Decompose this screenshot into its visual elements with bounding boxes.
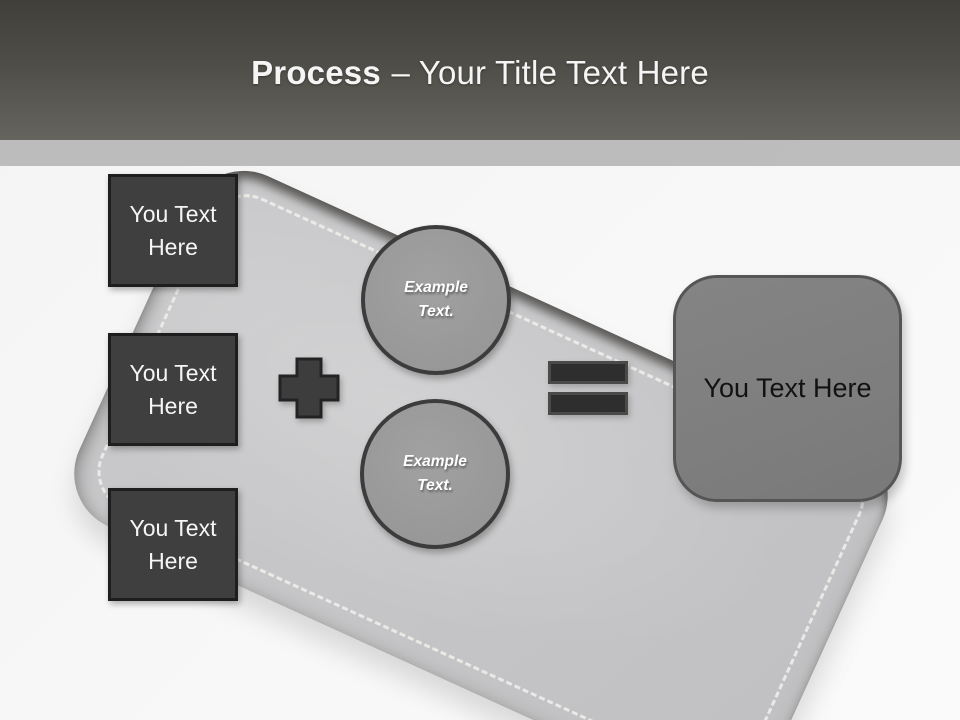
input-box-3-label: You Text Here <box>129 515 217 574</box>
input-box-2: You Text Here <box>108 333 238 446</box>
result-box: You Text Here <box>673 275 902 502</box>
result-box-label: You Text Here <box>703 373 872 403</box>
header-bar: Process – Your Title Text Here <box>0 0 960 140</box>
equals-bar-top <box>548 361 628 384</box>
input-box-3: You Text Here <box>108 488 238 601</box>
example-circle-1: Example Text. <box>361 225 511 375</box>
input-box-1-label: You Text Here <box>129 201 217 260</box>
input-box-1: You Text Here <box>108 174 238 287</box>
title-keyword: Process <box>251 54 381 91</box>
equals-bar-bottom <box>548 392 628 415</box>
equals-icon <box>548 361 628 415</box>
page-title: Process – Your Title Text Here <box>251 54 709 92</box>
title-subtitle: – Your Title Text Here <box>391 54 709 91</box>
example-circle-1-label: Example Text. <box>404 278 468 320</box>
example-circle-2-label: Example Text. <box>403 452 467 494</box>
example-circle-2: Example Text. <box>360 399 510 549</box>
plus-icon <box>278 357 340 419</box>
divider-band <box>0 140 960 166</box>
input-box-2-label: You Text Here <box>129 360 217 419</box>
plus-icon-svg <box>278 357 340 419</box>
